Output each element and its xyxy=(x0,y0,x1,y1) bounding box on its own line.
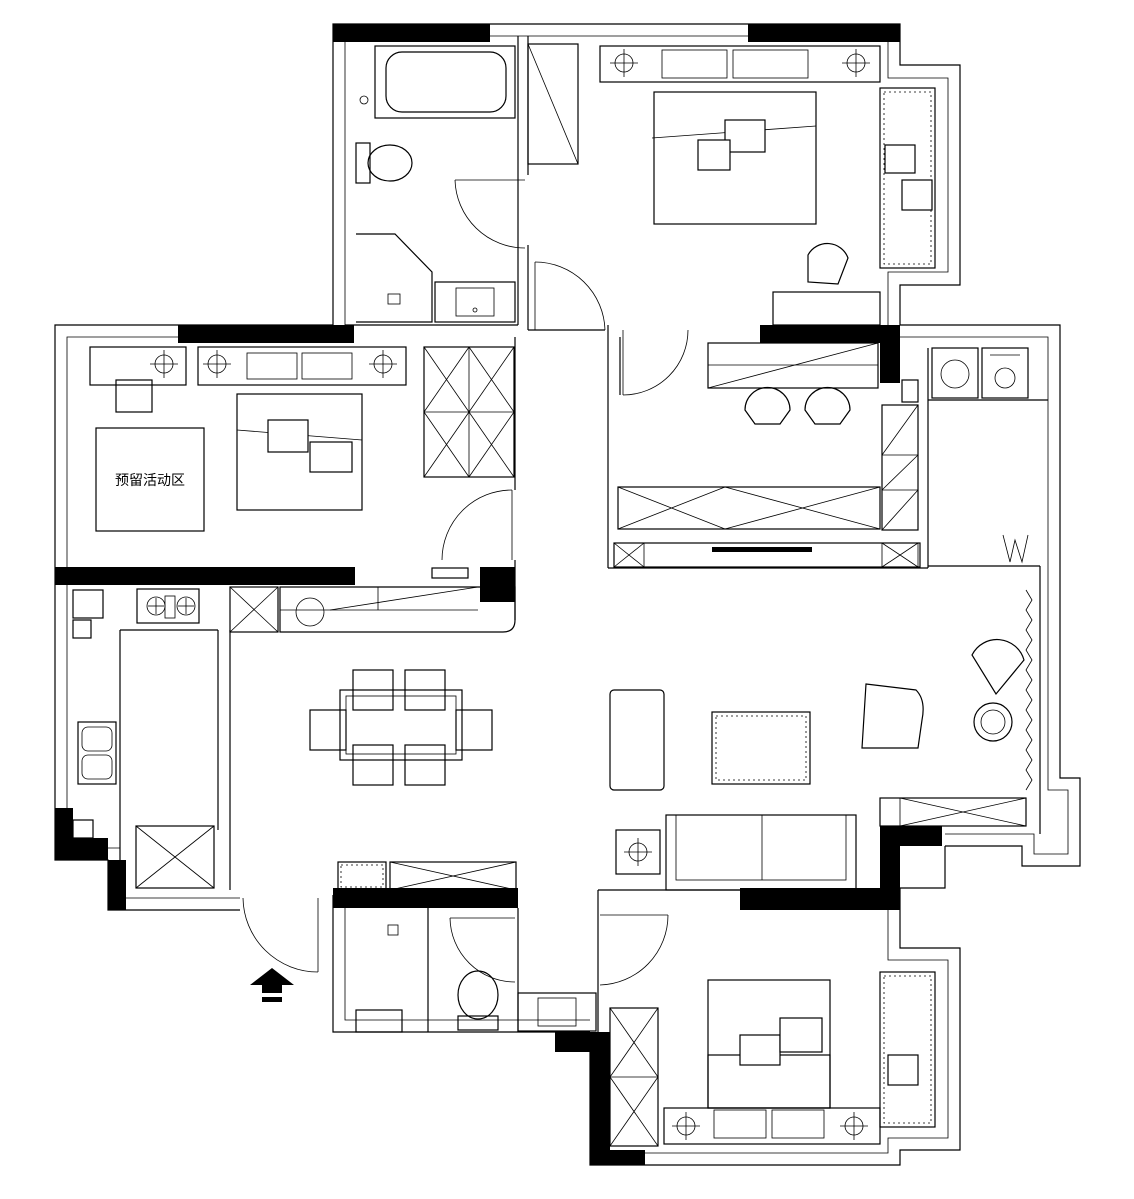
chair-icon xyxy=(455,709,493,751)
reserved-area-label: 预留活动区 xyxy=(115,473,185,489)
wardrobe xyxy=(609,1007,659,1147)
sliding-window xyxy=(1025,589,1033,791)
chair-icon xyxy=(309,709,347,751)
low-cabinet xyxy=(879,797,1027,827)
armchair-icon xyxy=(971,638,1025,696)
chair-icon xyxy=(804,386,851,425)
laundry-area xyxy=(931,347,1029,564)
second-bathroom xyxy=(337,861,597,1033)
master-bedroom xyxy=(599,45,881,326)
kitchen xyxy=(72,588,215,889)
master-wardrobe xyxy=(527,43,579,165)
chair-icon xyxy=(352,744,394,786)
stove-icon xyxy=(146,595,196,619)
bed-icon xyxy=(236,352,363,511)
sofa-icon xyxy=(665,814,857,891)
bedside-lamp-icon xyxy=(369,350,397,378)
structural-walls xyxy=(55,24,942,1165)
shower-area xyxy=(356,233,433,323)
toilet-icon xyxy=(355,142,413,184)
entrance-arrow-icon xyxy=(250,968,294,1002)
chair-icon xyxy=(352,669,394,711)
living-room xyxy=(609,638,1027,891)
study-room xyxy=(617,342,919,531)
doors xyxy=(242,179,689,986)
third-bedroom xyxy=(609,979,881,1147)
chair-icon xyxy=(404,669,446,711)
bedside-lamp-icon xyxy=(672,1112,700,1140)
sink-icon xyxy=(77,721,117,785)
round-side-table-icon xyxy=(973,702,1013,742)
bedside-lamp-icon xyxy=(610,49,638,77)
master-bathroom xyxy=(355,45,516,323)
wardrobe xyxy=(423,346,515,478)
reserved-area: 预留活动区 xyxy=(95,427,205,532)
counter-cabinet xyxy=(229,567,516,633)
second-bedroom: 预留活动区 xyxy=(89,346,515,532)
chair-icon xyxy=(744,386,791,425)
bedside-lamp-icon xyxy=(150,350,178,378)
floor-lamp-icon xyxy=(615,829,661,875)
sink-icon xyxy=(517,992,597,1032)
tv-cabinet xyxy=(613,542,921,568)
third-bay-window xyxy=(879,971,936,1128)
master-bay-window xyxy=(879,87,936,269)
armchair-icon xyxy=(807,242,849,285)
chair-icon xyxy=(404,744,446,786)
bedside-lamp-icon xyxy=(203,350,231,378)
toilet-icon xyxy=(457,970,499,1031)
fridge-icon xyxy=(135,825,215,889)
bed-icon xyxy=(707,979,831,1109)
bedside-lamp-icon xyxy=(840,1112,868,1140)
bedside-lamp-icon xyxy=(842,49,870,77)
bed-icon xyxy=(651,49,817,225)
dining-table xyxy=(309,669,493,786)
armchair-icon xyxy=(861,683,924,749)
sink-icon xyxy=(434,281,516,323)
